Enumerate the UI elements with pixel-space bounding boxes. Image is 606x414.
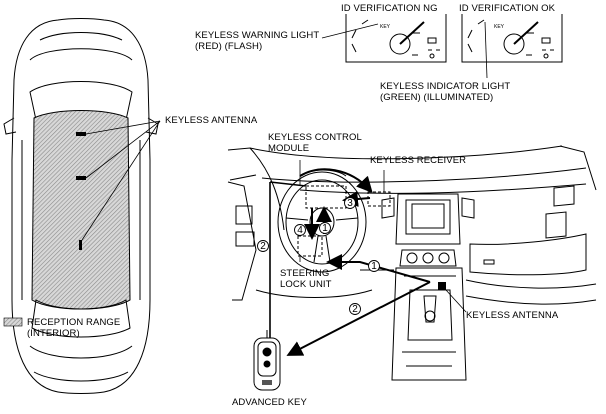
callout-number: 1	[322, 223, 328, 234]
callout-number: 4	[297, 225, 303, 236]
dashboard-icon	[227, 145, 597, 381]
callout-2-key	[349, 303, 361, 315]
callout-3	[344, 197, 356, 209]
instrument-gauge-icon: KEY	[461, 14, 563, 79]
keyless-indicator-light-label: KEYLESS INDICATOR LIGHT	[380, 81, 511, 92]
car-top-view-icon	[3, 18, 161, 394]
keyless-warning-light-label: KEYLESS WARNING LIGHT	[195, 30, 320, 41]
callout-2-left	[257, 240, 269, 252]
callout-number: 1	[371, 261, 377, 272]
svg-text:KEY: KEY	[494, 24, 505, 30]
keyless-warning-light-sub: (RED) (FLASH)	[195, 41, 263, 52]
callout-number: 2	[260, 241, 266, 252]
steering-lock-unit-label: STEERING	[280, 268, 330, 279]
callout-number: 3	[347, 198, 353, 209]
reception-range-sub: (INTERIOR)	[27, 328, 80, 339]
instrument-gauge-icon: KEY	[345, 14, 447, 63]
callout-1-wheel	[319, 222, 331, 234]
keyless-antenna-car-label: KEYLESS ANTENNA	[165, 115, 258, 126]
id-verification-ok-label: ID VERIFICATION OK	[459, 3, 556, 14]
reception-range-label: RECEPTION RANGE	[27, 317, 121, 328]
advanced-key-icon	[253, 330, 281, 391]
keyless-antenna-dash-label: KEYLESS ANTENNA	[466, 310, 559, 321]
keyless-control-module-sub: MODULE	[268, 143, 310, 154]
callout-number: 2	[352, 304, 358, 315]
callout-1-antenna	[368, 260, 380, 272]
callout-4	[294, 224, 306, 236]
hatch-swatch-icon	[3, 317, 23, 327]
id-verification-ng-label: ID VERIFICATION NG	[341, 3, 438, 14]
advanced-key-label: ADVANCED KEY	[232, 397, 307, 408]
keyless-indicator-light-sub: (GREEN) (ILLUMINATED)	[380, 92, 494, 103]
keyless-control-module-label: KEYLESS CONTROL	[268, 132, 362, 143]
svg-text:KEY: KEY	[380, 24, 391, 30]
steering-lock-unit-sub: LOCK UNIT	[280, 279, 332, 290]
keyless-receiver-label: KEYLESS RECEIVER	[370, 155, 467, 166]
